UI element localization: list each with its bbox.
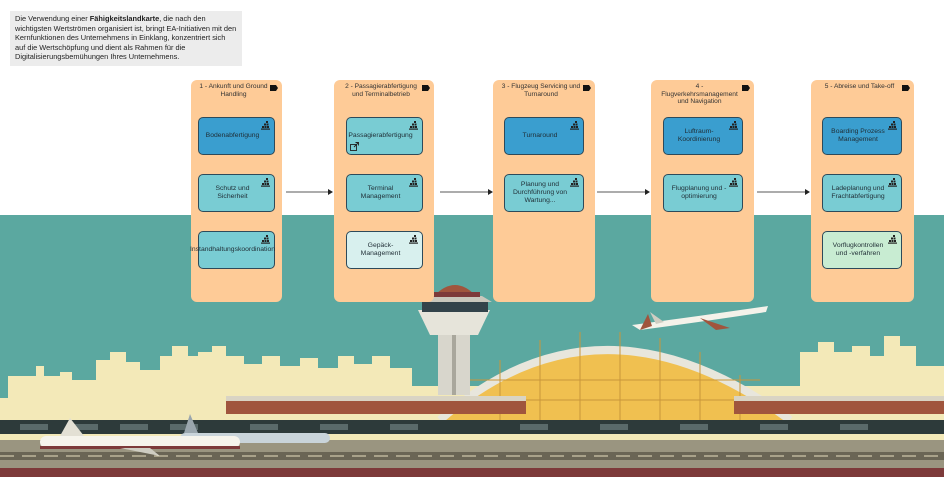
value-stream-icon	[742, 85, 750, 91]
capability-label: Gepäck-Management	[360, 242, 401, 257]
capability-grid-icon	[409, 178, 418, 187]
capability-bodenabfertigung[interactable]: Bodenabfertigung	[198, 117, 275, 155]
capability-label: Turnaround	[522, 132, 558, 140]
airplane-ground-1	[40, 418, 240, 456]
value-stream-icon	[422, 85, 430, 91]
value-stream-4[interactable]: 4 - Flugverkehrsmanagement und Navigatio…	[651, 80, 754, 302]
capability-label: Bodenabfertigung	[205, 132, 260, 140]
capability-label: Boarding Prozess Management	[831, 128, 885, 143]
flow-arrow-4-5	[757, 189, 810, 195]
capability-passagierabfertigung[interactable]: Passagierabfertigung	[346, 117, 423, 155]
capability-grid-icon	[729, 178, 738, 187]
capability-label: Vorflugkontrollen und -verfahren	[832, 242, 884, 257]
capability-grid-icon	[888, 235, 897, 244]
capability-grid-icon	[261, 178, 270, 187]
capability-grid-icon	[570, 121, 579, 130]
value-stream-title: 4 - Flugverkehrsmanagement und Navigatio…	[661, 83, 738, 106]
ground-stripe	[0, 468, 944, 477]
capability-label: Instandhaltungskoordination	[189, 246, 276, 254]
flow-arrow-3-4	[597, 189, 650, 195]
dome-arch	[437, 346, 793, 424]
capability-luftraum-koordinierung[interactable]: Luftraum-Koordinierung	[663, 117, 743, 155]
capability-gepaeck-management[interactable]: Gepäck-Management	[346, 231, 423, 269]
capability-grid-icon	[888, 121, 897, 130]
capability-instandhaltungskoordination[interactable]: Instandhaltungskoordination	[190, 231, 275, 269]
terminal-base	[0, 420, 944, 434]
value-stream-icon	[902, 85, 910, 91]
capability-label: Luftraum-Koordinierung	[677, 128, 721, 143]
capability-flugplanung[interactable]: Flugplanung und -optimierung	[663, 174, 743, 212]
capability-label: Planung und Durchführung von Wartung...	[512, 181, 568, 204]
capability-grid-icon	[570, 178, 579, 187]
value-stream-title: 1 - Ankunft und Ground Handling	[199, 83, 268, 98]
flow-arrow-2-3	[440, 189, 493, 195]
capability-turnaround[interactable]: Turnaround	[504, 117, 584, 155]
value-stream-icon	[583, 85, 591, 91]
value-stream-title: 5 - Abreise und Take-off	[824, 83, 895, 90]
external-link-icon[interactable]	[350, 142, 359, 151]
capability-boarding[interactable]: Boarding Prozess Management	[822, 117, 902, 155]
airplane-flying	[632, 306, 768, 330]
value-stream-title: 2 - Passagierabfertigung und Terminalbet…	[345, 83, 417, 98]
capability-label: Schutz und Sicherheit	[215, 185, 250, 200]
capability-ladeplanung[interactable]: Ladeplanung und Frachtabfertigung	[822, 174, 902, 212]
capability-wartung[interactable]: Planung und Durchführung von Wartung...	[504, 174, 584, 212]
value-stream-1[interactable]: 1 - Ankunft und Ground Handling Bodenabf…	[190, 80, 282, 302]
value-stream-3[interactable]: 3 - Flugzeug Servicing und Turnaround Tu…	[493, 80, 595, 302]
capability-label: Terminal Management	[360, 185, 401, 200]
intro-text-after: , die nach den wichtigsten Wertströmen o…	[15, 14, 237, 62]
capability-vorflugkontrollen[interactable]: Vorflugkontrollen und -verfahren	[822, 231, 902, 269]
capability-grid-icon	[409, 121, 418, 130]
intro-text-before: Die Verwendung einer	[15, 14, 90, 23]
capability-grid-icon	[261, 235, 270, 244]
capability-schutz-sicherheit[interactable]: Schutz und Sicherheit	[198, 174, 275, 212]
capability-grid-icon	[409, 235, 418, 244]
intro-text-bold: Fähigkeitslandkarte	[89, 14, 160, 23]
capability-label: Ladeplanung und Frachtabfertigung	[831, 185, 885, 200]
capability-label: Flugplanung und -optimierung	[671, 185, 727, 200]
value-stream-icon	[270, 85, 278, 91]
value-stream-title: 3 - Flugzeug Servicing und Turnaround	[501, 83, 581, 98]
control-tower	[418, 285, 492, 395]
capability-terminal-management[interactable]: Terminal Management	[346, 174, 423, 212]
capability-grid-icon	[888, 178, 897, 187]
capability-grid-icon	[729, 121, 738, 130]
capability-label: Passagierabfertigung	[348, 132, 413, 140]
value-stream-5[interactable]: 5 - Abreise und Take-off Boarding Prozes…	[811, 80, 914, 302]
value-stream-2[interactable]: 2 - Passagierabfertigung und Terminalbet…	[334, 80, 434, 302]
capability-grid-icon	[261, 121, 270, 130]
intro-text: Die Verwendung einer Fähigkeitslandkarte…	[10, 11, 242, 66]
flow-arrow-1-2	[286, 189, 333, 195]
